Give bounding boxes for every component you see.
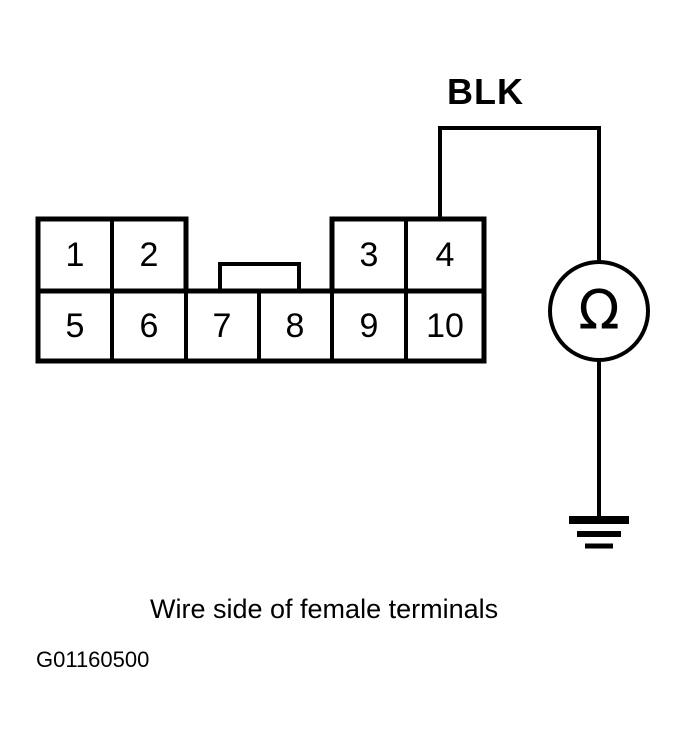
connector-housing-outline xyxy=(35,216,487,364)
pin-label-9: 9 xyxy=(360,307,379,345)
connector-right-block: 3 4 xyxy=(330,217,486,293)
housing-lower-profile xyxy=(35,288,487,364)
wire-color-label-blk: BLK xyxy=(447,71,524,112)
pin-label-1: 1 xyxy=(66,236,85,274)
wire-path-blk xyxy=(438,126,601,264)
ground-symbol-icon xyxy=(569,516,629,549)
pin-label-5: 5 xyxy=(66,307,85,345)
ohm-omega-icon: Ω xyxy=(578,279,619,342)
pin-label-10: 10 xyxy=(426,307,464,345)
pin-label-8: 8 xyxy=(286,307,305,345)
figure-identifier: G01160500 xyxy=(36,647,149,672)
diagram-caption: Wire side of female terminals xyxy=(150,594,498,624)
ohmmeter-symbol: Ω xyxy=(548,260,650,362)
pin-label-3: 3 xyxy=(360,236,379,274)
pin-label-2: 2 xyxy=(140,236,159,274)
connector-latch-notch xyxy=(218,262,301,293)
test-lead-wire xyxy=(438,126,601,264)
pin-label-7: 7 xyxy=(213,307,232,345)
pin-label-6: 6 xyxy=(140,307,159,345)
connector-left-block: 1 2 xyxy=(36,217,188,293)
pin-cell-8 xyxy=(257,289,334,363)
pin-cell-10 xyxy=(404,289,486,363)
pin-label-4: 4 xyxy=(436,236,455,274)
latch-outline xyxy=(218,262,301,293)
connector-bottom-row: 5 6 7 8 9 10 xyxy=(36,289,486,363)
